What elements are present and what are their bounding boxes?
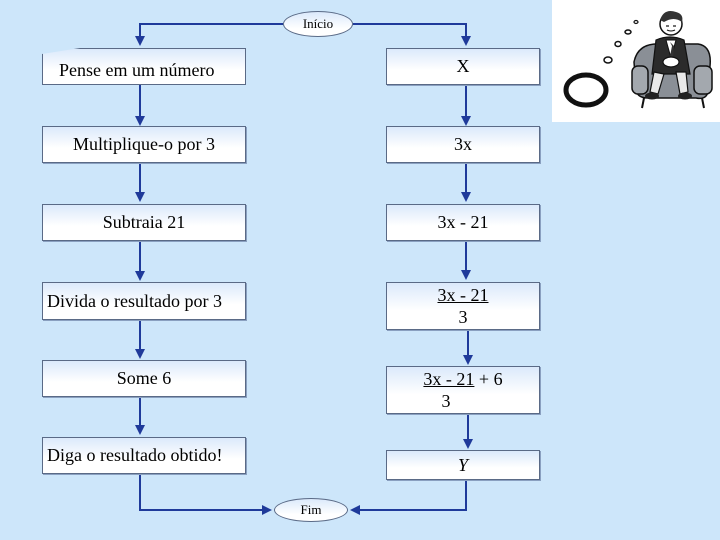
right-step-4-numerator: 3x - 21	[437, 285, 489, 305]
right-step-3-label: 3x - 21	[437, 212, 489, 232]
left-step-1: Pense em um número	[42, 48, 246, 85]
right-step-6-label: Y	[457, 454, 468, 475]
right-step-5-fraction: 3x - 21 + 6 3	[423, 368, 502, 412]
left-step-3-label: Subtraia 21	[102, 212, 186, 232]
start-label: Início	[302, 16, 334, 31]
right-step-5-suffix: + 6	[474, 369, 503, 389]
left-step-6-label: Diga o resultado obtido!	[47, 445, 223, 465]
left-step-1-label: Pense em um número	[59, 60, 215, 80]
thinking-man-illustration	[552, 0, 720, 122]
right-step-5-numerator: 3x - 21	[423, 369, 475, 389]
left-step-6: Diga o resultado obtido!	[42, 437, 246, 474]
left-step-3: Subtraia 21	[42, 204, 246, 241]
start-to-right-connector	[353, 23, 471, 46]
right-step-4-denominator: 3	[458, 307, 468, 327]
left-step-4: Divida o resultado por 3	[42, 282, 246, 320]
left-step-4-label: Divida o resultado por 3	[47, 290, 222, 311]
right-step-3: 3x - 21	[386, 204, 540, 241]
right-step-6: Y	[386, 450, 540, 480]
end-label: Fim	[300, 502, 322, 517]
right-step-1: X	[386, 48, 540, 85]
left-step-5: Some 6	[42, 360, 246, 397]
right-step-2: 3x	[386, 126, 540, 163]
right-step-4: 3x - 21 3	[386, 282, 540, 330]
right-step-2-label: 3x	[454, 134, 472, 154]
thinking-man-in-armchair-icon	[563, 11, 713, 109]
right-step-1-label: X	[456, 56, 470, 76]
right-step-4-fraction: 3x - 21 3	[438, 284, 489, 328]
left-step-5-label: Some 6	[116, 368, 172, 388]
left-to-end-connector	[139, 474, 272, 515]
right-to-end-connector	[350, 480, 467, 515]
end-terminal: Fim	[274, 498, 348, 522]
right-step-5-denominator: 3	[441, 391, 451, 411]
left-step-2-label: Multiplique-o por 3	[73, 134, 215, 154]
right-step-5: 3x - 21 + 6 3	[386, 366, 540, 414]
right-step-5-top-line: 3x - 21 + 6	[423, 368, 502, 390]
left-step-2: Multiplique-o por 3	[42, 126, 246, 163]
start-to-left-connector	[135, 23, 283, 46]
start-terminal: Início	[283, 11, 353, 37]
